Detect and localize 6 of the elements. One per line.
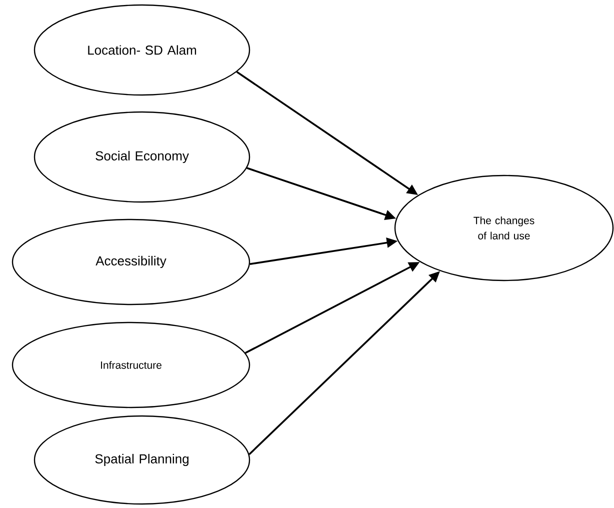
ellipse-node: The changes of land use <box>394 174 614 282</box>
ellipse-node: Infrastructure <box>12 322 250 408</box>
ellipse-node: Spatial Planning <box>34 415 250 505</box>
ellipse-node: Location- SD Alam <box>34 4 250 96</box>
ellipse-node: Accessibility <box>12 218 250 306</box>
ellipse-node: Social Economy <box>34 111 250 203</box>
